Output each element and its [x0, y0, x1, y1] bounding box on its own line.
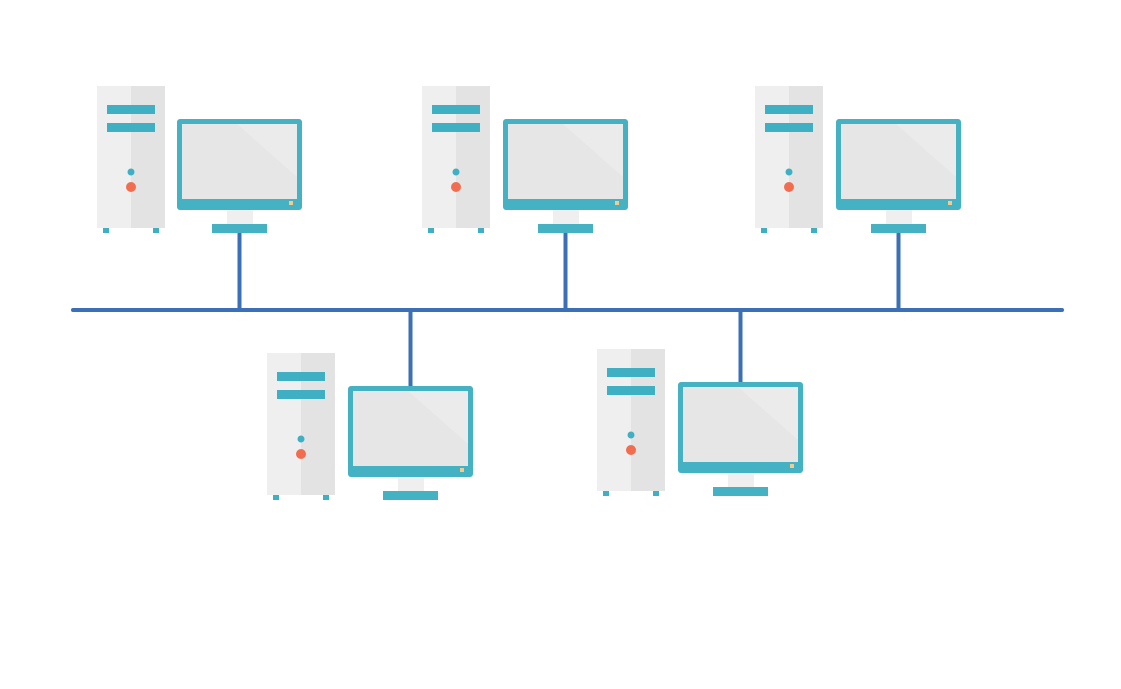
computer-tower-icon	[422, 86, 490, 233]
tower-foot	[273, 495, 279, 500]
computer-nodes	[97, 86, 961, 500]
monitor-icon	[678, 382, 803, 496]
monitor-icon	[503, 119, 628, 233]
monitor-icon	[177, 119, 302, 233]
monitor-base	[538, 224, 593, 233]
drive-slot	[277, 390, 325, 399]
drop-cables	[237, 233, 901, 386]
monitor-icon	[348, 386, 473, 500]
tower-foot	[811, 228, 817, 233]
drive-slot	[277, 372, 325, 381]
tower-foot	[323, 495, 329, 500]
computer-node-5	[597, 349, 803, 496]
monitor-base	[713, 487, 768, 496]
status-led	[452, 168, 460, 176]
monitor-base	[212, 224, 267, 233]
power-button	[296, 449, 306, 459]
status-led	[297, 435, 305, 443]
monitor-base	[383, 491, 438, 500]
monitor-neck	[398, 477, 424, 491]
computer-tower-icon	[97, 86, 165, 233]
computer-node-1	[97, 86, 302, 233]
monitor-led	[790, 464, 794, 468]
status-led	[127, 168, 135, 176]
computer-tower-icon	[597, 349, 665, 496]
tower-foot	[153, 228, 159, 233]
monitor-icon	[836, 119, 961, 233]
tower-foot	[103, 228, 109, 233]
drive-slot	[107, 123, 155, 132]
monitor-led	[289, 201, 293, 205]
power-button	[784, 182, 794, 192]
monitor-led	[615, 201, 619, 205]
monitor-led	[460, 468, 464, 472]
monitor-led	[948, 201, 952, 205]
monitor-neck	[728, 473, 754, 487]
drive-slot	[107, 105, 155, 114]
status-led	[627, 431, 635, 439]
computer-node-2	[422, 86, 628, 233]
monitor-neck	[227, 210, 253, 224]
computer-node-3	[755, 86, 961, 233]
drive-slot	[432, 123, 480, 132]
computer-tower-icon	[267, 353, 335, 500]
monitor-neck	[553, 210, 579, 224]
power-button	[626, 445, 636, 455]
status-led	[785, 168, 793, 176]
monitor-neck	[886, 210, 912, 224]
power-button	[126, 182, 136, 192]
monitor-base	[871, 224, 926, 233]
drive-slot	[607, 368, 655, 377]
computer-tower-icon	[755, 86, 823, 233]
tower-foot	[428, 228, 434, 233]
tower-foot	[478, 228, 484, 233]
drive-slot	[765, 123, 813, 132]
tower-foot	[603, 491, 609, 496]
tower-foot	[653, 491, 659, 496]
power-button	[451, 182, 461, 192]
drive-slot	[432, 105, 480, 114]
tower-foot	[761, 228, 767, 233]
computer-node-4	[267, 353, 473, 500]
drive-slot	[607, 386, 655, 395]
drive-slot	[765, 105, 813, 114]
